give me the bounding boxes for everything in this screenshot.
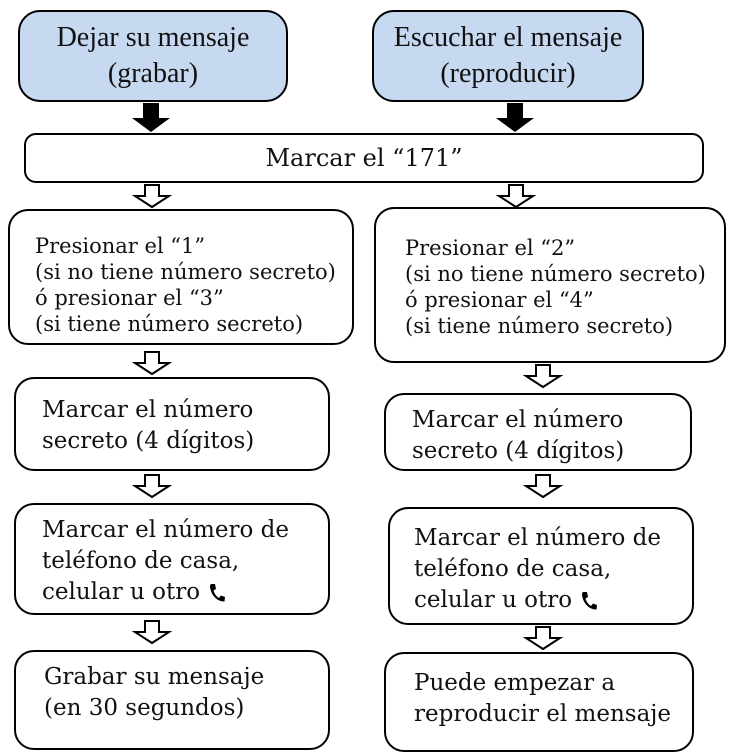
right-press-line2: (si no tiene número secreto) xyxy=(405,262,706,286)
hollow-down-arrow-icon xyxy=(132,620,172,645)
left-final-line1: Grabar su mensaje xyxy=(44,664,265,690)
hollow-down-arrow-icon xyxy=(523,626,563,651)
left-press-line3: ó presionar el “3” xyxy=(35,286,224,310)
left-secret-line1: Marcar el número xyxy=(42,397,254,423)
left-press-line4: (si tiene número secreto) xyxy=(35,312,304,336)
hollow-down-arrow-icon xyxy=(496,184,536,209)
right-phone-line1: Marcar el número de xyxy=(414,525,661,551)
hollow-down-arrow-icon xyxy=(132,184,172,209)
left-phone-line1: Marcar el número de xyxy=(42,517,289,543)
right-secret-box: Marcar el número secreto (4 dígitos) xyxy=(384,393,692,471)
header-record-title: Dejar su mensaje xyxy=(56,22,250,53)
right-final-line2: reproducir el mensaje xyxy=(414,701,672,727)
right-press-line4: (si tiene número secreto) xyxy=(405,314,674,338)
right-press-line3: ó presionar el “4” xyxy=(405,288,594,312)
left-press-line1: Presionar el “1” xyxy=(35,234,206,258)
right-press-box: Presionar el “2” (si no tiene número sec… xyxy=(374,207,726,363)
header-listen-subtitle: (reproducir) xyxy=(440,58,576,89)
right-phone-line3: celular u otro xyxy=(414,587,573,613)
solid-down-arrow-icon xyxy=(496,103,534,132)
left-secret-box: Marcar el número secreto (4 dígitos) xyxy=(14,377,330,471)
left-secret-line2: secreto (4 dígitos) xyxy=(42,428,255,454)
right-phone-line2: teléfono de casa, xyxy=(414,556,612,582)
left-final-line2: (en 30 segundos) xyxy=(44,695,245,721)
right-final-box: Puede empezar a reproducir el mensaje xyxy=(384,652,694,752)
left-phone-line3: celular u otro xyxy=(42,579,201,605)
header-listen: Escuchar el mensaje (reproducir) xyxy=(372,10,644,102)
hollow-down-arrow-icon xyxy=(132,474,172,499)
hollow-down-arrow-icon xyxy=(523,474,563,499)
header-listen-title: Escuchar el mensaje xyxy=(393,22,623,53)
right-secret-line2: secreto (4 dígitos) xyxy=(412,438,625,464)
left-phone-line2: teléfono de casa, xyxy=(42,548,240,574)
header-record-subtitle: (grabar) xyxy=(107,58,199,89)
phone-handset-icon xyxy=(582,592,598,610)
hollow-down-arrow-icon xyxy=(132,351,172,376)
right-phone-box: Marcar el número de teléfono de casa, ce… xyxy=(388,507,694,625)
left-press-box: Presionar el “1” (si no tiene número sec… xyxy=(8,209,354,345)
right-final-line1: Puede empezar a xyxy=(414,670,616,696)
phone-handset-icon xyxy=(210,584,226,602)
left-press-line2: (si no tiene número secreto) xyxy=(35,260,336,284)
solid-down-arrow-icon xyxy=(132,103,170,132)
right-secret-line1: Marcar el número xyxy=(412,407,624,433)
right-press-line1: Presionar el “2” xyxy=(405,236,576,260)
dial-171-box: Marcar el “171” xyxy=(24,133,704,183)
hollow-down-arrow-icon xyxy=(523,364,563,389)
header-record: Dejar su mensaje (grabar) xyxy=(18,10,288,102)
left-final-box: Grabar su mensaje (en 30 segundos) xyxy=(14,650,330,750)
dial-171-text: Marcar el “171” xyxy=(265,144,463,172)
left-phone-box: Marcar el número de teléfono de casa, ce… xyxy=(14,503,330,615)
